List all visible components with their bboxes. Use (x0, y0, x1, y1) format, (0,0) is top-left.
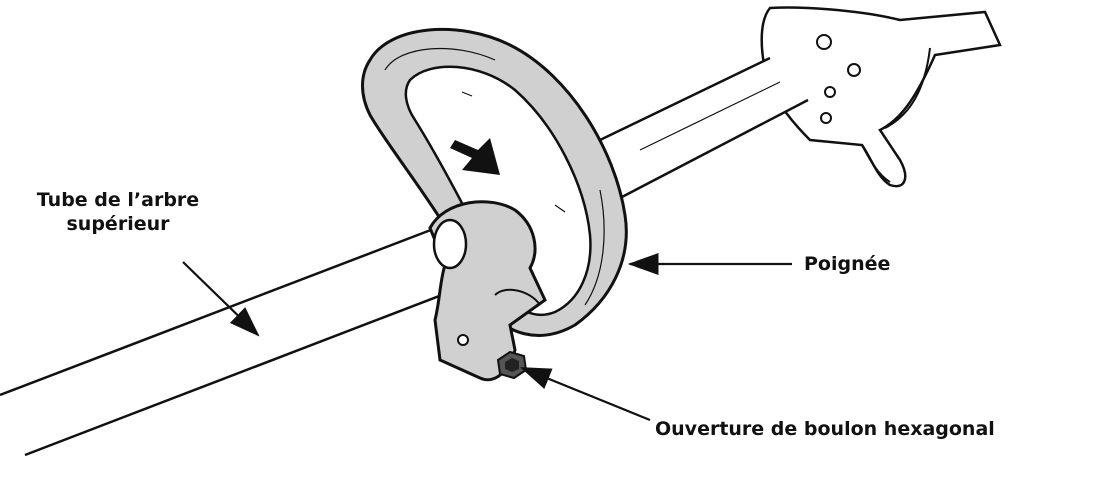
tube-label-line1: Tube de l’arbre (36, 189, 200, 211)
arrow-down-right-icon (450, 138, 500, 175)
handle-label: Poignée (804, 253, 891, 275)
hex-bolt-label: Ouverture de boulon hexagonal (655, 418, 995, 440)
trigger-housing (760, 6, 1002, 188)
tube-label: Tube de l’arbre supérieur (8, 188, 228, 236)
upper-shaft-tube-front (0, 213, 521, 457)
handle (361, 27, 628, 337)
hex-bolt-opening (496, 350, 528, 380)
tube-leader-line (182, 261, 260, 337)
handle-clamp (428, 200, 547, 382)
hex-bolt-leader-line (519, 366, 651, 422)
upper-shaft-tube (599, 56, 809, 200)
tube-label-line2: supérieur (66, 213, 170, 235)
